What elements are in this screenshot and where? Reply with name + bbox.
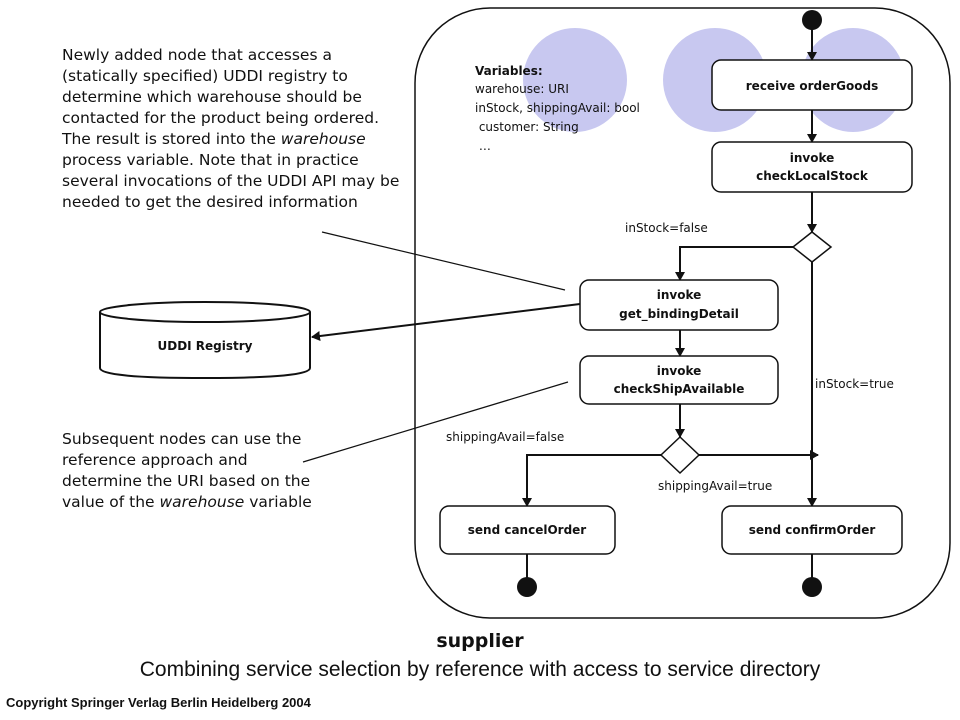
note-top-text-1: Newly added node that accesses a (static… (62, 46, 380, 148)
note-bottom-text-2: variable (244, 493, 312, 511)
note-reference-approach: Subsequent nodes can use the reference a… (62, 429, 332, 513)
flow-binding-to-uddi (311, 303, 581, 341)
connectors (302, 22, 819, 578)
end-node-cancel (517, 577, 537, 597)
supplier-container (414, 7, 951, 619)
uddi-registry-label: UDDI Registry (157, 339, 252, 353)
variables-line-2: inStock, shippingAvail: bool (475, 101, 640, 115)
flow-instock-false (675, 246, 793, 281)
check-ship-available-label-2: checkShipAvailable (614, 382, 745, 396)
note-bottom-emph: warehouse (159, 493, 245, 511)
receive-order-goods-label: receive orderGoods (746, 79, 878, 93)
send-cancel-order-label: send cancelOrder (468, 523, 587, 537)
check-local-stock-label-2: checkLocalStock (756, 169, 869, 183)
activity-receive-order-goods: receive orderGoods (711, 59, 913, 111)
edge-label-shipping-false: shippingAvail=false (446, 430, 564, 444)
decision-shipping (659, 435, 701, 475)
uddi-registry: UDDI Registry (99, 301, 311, 380)
decision-instock (791, 231, 833, 263)
note-bottom-text-1: Subsequent nodes can use the reference a… (62, 430, 311, 511)
variables-line-3: customer: String (475, 120, 579, 134)
note-top-emph: warehouse (280, 130, 366, 148)
check-local-stock-label-1: invoke (790, 151, 835, 165)
note-uddi-node: Newly added node that accesses a (static… (62, 45, 407, 213)
copyright-notice: Copyright Springer Verlag Berlin Heidelb… (6, 695, 311, 710)
flow-shipping-false (522, 454, 661, 507)
activity-send-cancel-order: send cancelOrder (439, 505, 616, 555)
annotation-leader-bottom (302, 381, 569, 463)
activity-get-binding-detail: invoke get_bindingDetail (579, 279, 779, 331)
caption-title: Combining service selection by reference… (139, 658, 821, 681)
variables-line-4: … (475, 139, 491, 153)
get-binding-detail-label-1: invoke (657, 288, 702, 302)
start-node (802, 10, 822, 30)
check-ship-available-label-1: invoke (657, 364, 702, 378)
activity-check-local-stock: invoke checkLocalStock (711, 141, 913, 193)
caption-supplier: supplier (436, 630, 524, 652)
process-variables: Variables: warehouse: URI inStock, shipp… (475, 64, 640, 153)
get-binding-detail-label-2: get_bindingDetail (619, 307, 739, 322)
edge-label-instock-true: inStock=true (815, 377, 894, 391)
note-top-text-2: process variable. Note that in practice … (62, 151, 400, 211)
annotation-leader-top (321, 231, 566, 291)
edge-label-shipping-true: shippingAvail=true (658, 479, 772, 493)
activity-send-confirm-order: send confirmOrder (721, 505, 903, 555)
send-confirm-order-label: send confirmOrder (749, 523, 876, 537)
activity-check-ship-available: invoke checkShipAvailable (579, 355, 779, 405)
edge-label-instock-false: inStock=false (625, 221, 708, 235)
end-node-confirm (802, 577, 822, 597)
variables-title: Variables: (475, 64, 543, 78)
variables-line-1: warehouse: URI (475, 82, 569, 96)
decor-circle-1 (523, 28, 627, 132)
